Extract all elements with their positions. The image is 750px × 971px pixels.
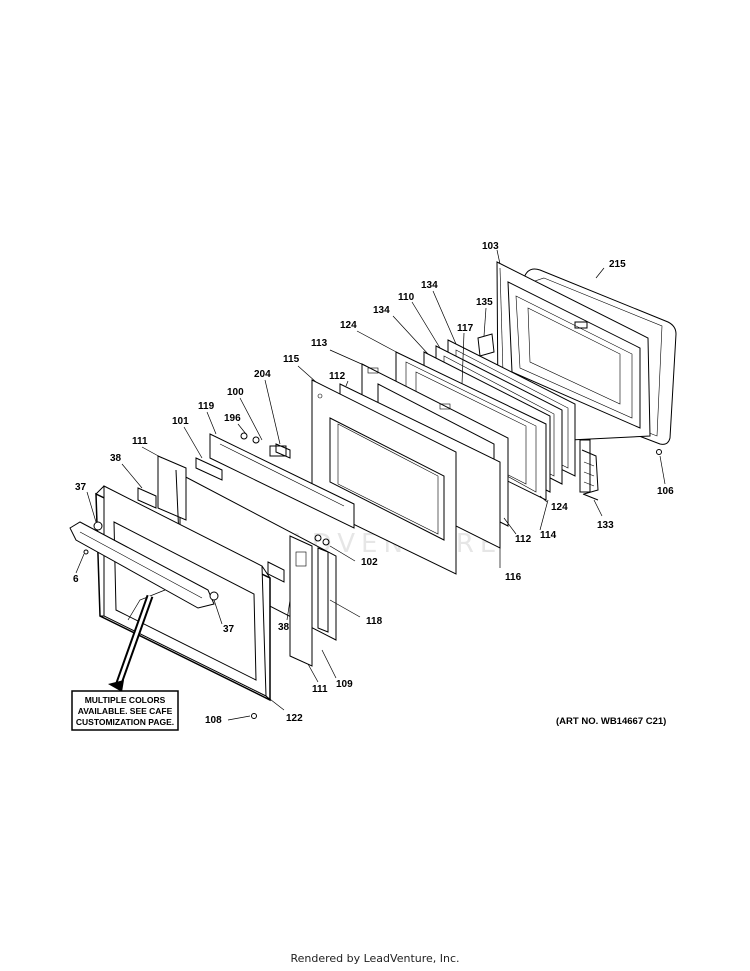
part-37-handle-post-left: [93, 521, 103, 531]
callout-37: 37: [223, 624, 235, 635]
callout-100: 100: [227, 387, 244, 398]
callout-103: 103: [482, 241, 499, 252]
callout-124: 124: [340, 320, 357, 331]
note-pointer: [108, 594, 154, 692]
callout-122: 122: [286, 713, 303, 724]
callout-119: 119: [198, 401, 215, 412]
part-118-channel-strip: [317, 547, 329, 633]
part-204-clip: [275, 443, 291, 459]
part-102-screws: [314, 534, 330, 546]
callout-133: 133: [597, 520, 614, 531]
art-number: (ART NO. WB14667 C21): [556, 716, 666, 727]
callout-112: 112: [515, 534, 532, 545]
callout-109: 109: [336, 679, 353, 690]
callout-6: 6: [73, 574, 79, 585]
footer-credit: Rendered by LeadVenture, Inc.: [290, 952, 460, 965]
part-38-endcap-left: [137, 487, 157, 509]
callout-110: 110: [398, 292, 415, 303]
callout-37: 37: [75, 482, 87, 493]
callout-215: 215: [609, 259, 626, 270]
callout-134: 134: [421, 280, 438, 291]
callout-38: 38: [110, 453, 122, 464]
part-115-door-glass: [311, 379, 457, 575]
callout-102: 102: [361, 557, 378, 568]
callout-115: 115: [283, 354, 300, 365]
part-handle: [69, 521, 215, 609]
callout-134: 134: [373, 305, 390, 316]
note-line-2: AVAILABLE. SEE CAFE: [78, 706, 173, 716]
part-119-top-trim: [209, 433, 355, 529]
callout-labels: 103 215 134 135 110 134 117 124 113 115 …: [73, 241, 674, 726]
callout-106: 106: [657, 486, 674, 497]
callout-124: 124: [551, 502, 568, 513]
callout-113: 113: [311, 338, 328, 349]
part-6-screw: [83, 549, 89, 555]
callout-116: 116: [505, 572, 522, 583]
color-note-box: MULTIPLE COLORS AVAILABLE. SEE CAFE CUST…: [71, 690, 179, 731]
callout-111: 111: [312, 684, 328, 695]
callout-117: 117: [457, 323, 474, 334]
part-108-screw: [251, 713, 257, 719]
callout-204: 204: [254, 369, 271, 380]
part-101-bracket: [195, 457, 223, 481]
part-135-bracket: [477, 333, 495, 357]
part-133-hinge: [579, 439, 599, 501]
callout-114: 114: [540, 530, 557, 541]
note-line-3: CUSTOMIZATION PAGE.: [76, 717, 174, 727]
note-line-1: MULTIPLE COLORS: [85, 695, 166, 705]
part-37-handle-post-right: [209, 591, 219, 601]
callout-196: 196: [224, 413, 241, 424]
callout-108: 108: [205, 715, 222, 726]
callout-101: 101: [172, 416, 189, 427]
callout-118: 118: [366, 616, 383, 627]
callout-38: 38: [278, 622, 290, 633]
part-196-screws: [240, 432, 260, 444]
part-38-endcap-right: [267, 561, 285, 583]
callout-135: 135: [476, 297, 493, 308]
callout-112: 112: [329, 371, 346, 382]
part-106-screw: [656, 449, 662, 455]
part-111-side-channel-right: [289, 535, 313, 667]
callout-111: 111: [132, 436, 148, 447]
leader-lines: [75, 249, 666, 721]
